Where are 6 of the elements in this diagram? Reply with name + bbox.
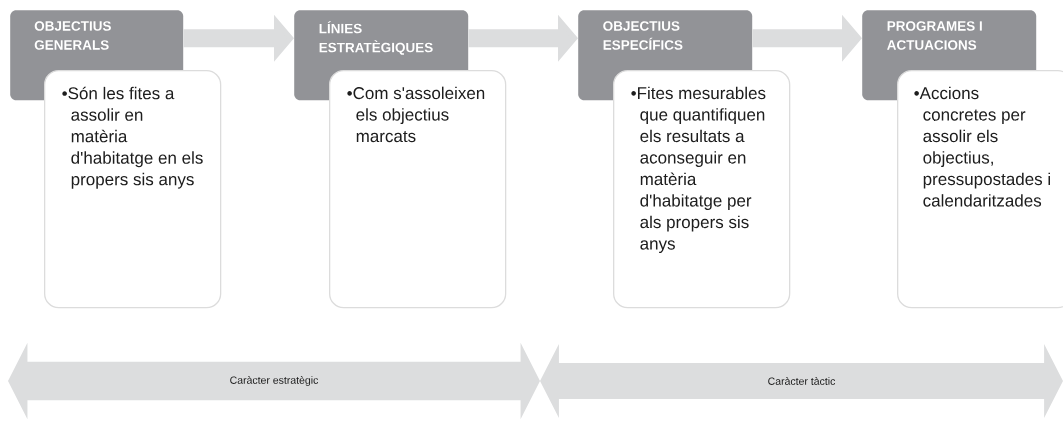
double-arrow-band: Caràcter estratègic [8,342,540,420]
double-arrow-band: Caràcter tàctic [540,343,1063,419]
text-box: •Com s'assoleixen els objectius marcats [329,70,507,309]
text-box: •Són les fites a assolir en matèria d'habitatge en els propers sis anys [44,70,222,309]
text-box: •Accions concretes per assolir els objectius, pressupostades i calendaritzades [897,70,1063,309]
text-box: •Fites mesurables que quantifiquen els resultats a aconseguir en matèria d'habitatge per als propers sis anys [613,70,791,309]
